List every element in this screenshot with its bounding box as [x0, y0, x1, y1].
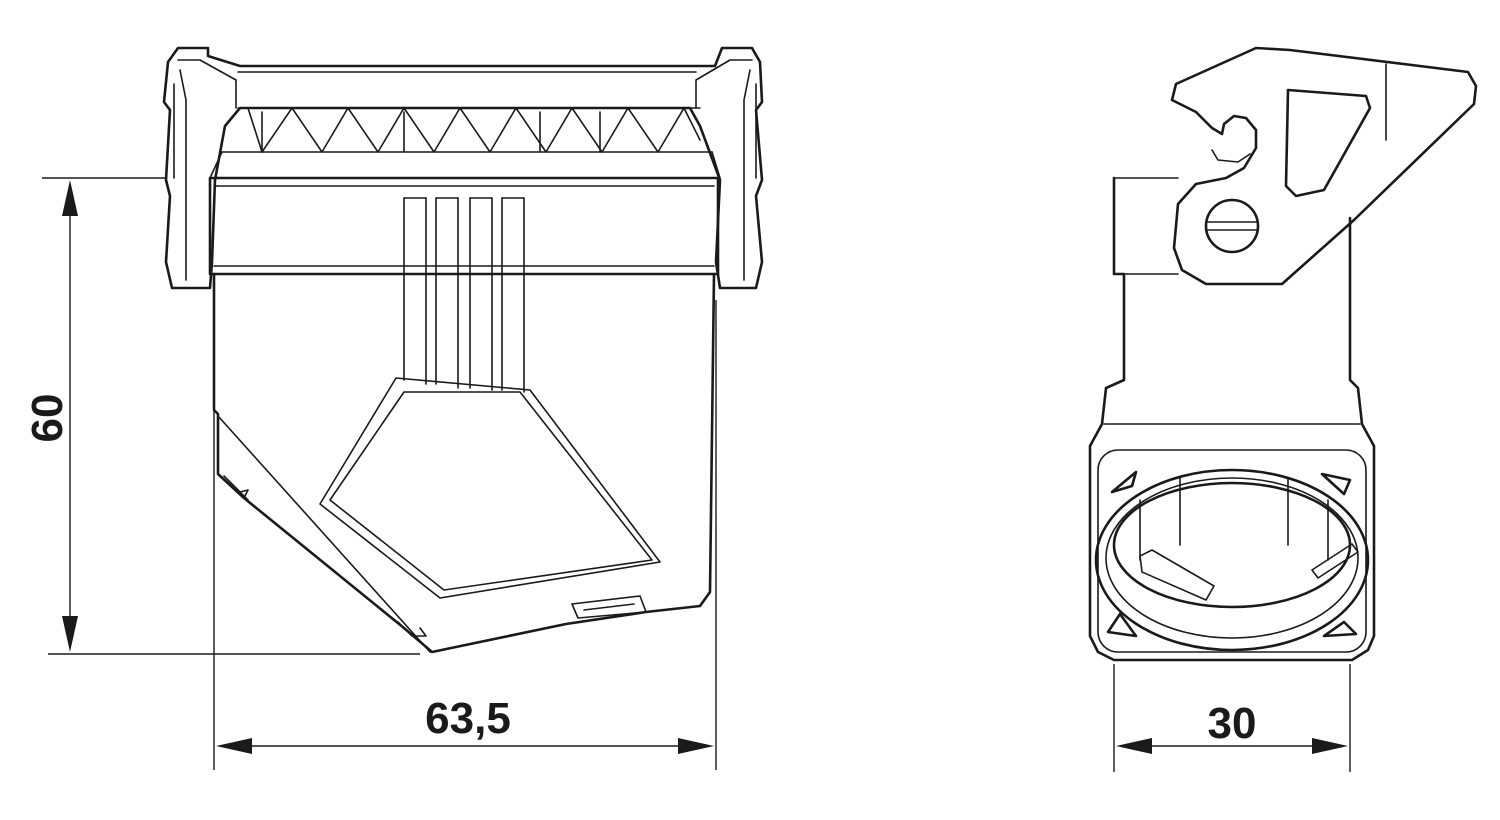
- front-locking-lever: [162, 46, 764, 290]
- front-upper-body: [208, 176, 720, 276]
- front-lower-body: [212, 272, 716, 654]
- dimension-width: 63,5: [213, 300, 717, 770]
- width-dimension-label: 63,5: [425, 694, 511, 743]
- side-body: [1088, 176, 1376, 662]
- dimension-height: 60: [23, 177, 420, 655]
- front-view: [162, 46, 764, 654]
- front-ribs: [403, 197, 525, 393]
- depth-dimension-label: 30: [1208, 699, 1257, 748]
- height-dimension-label: 60: [23, 394, 72, 443]
- arrow-down-icon: [62, 616, 78, 652]
- side-lever: [1170, 46, 1478, 286]
- dimension-depth: 30: [1113, 664, 1351, 772]
- side-view: [1088, 46, 1478, 662]
- side-flange: [1094, 449, 1370, 653]
- arrow-left-icon: [1116, 738, 1152, 754]
- front-truss: [209, 107, 721, 179]
- arrow-up-icon: [62, 180, 78, 216]
- arrow-right-icon: [1312, 738, 1348, 754]
- arrow-left-icon: [216, 738, 252, 754]
- arrow-right-icon: [678, 738, 714, 754]
